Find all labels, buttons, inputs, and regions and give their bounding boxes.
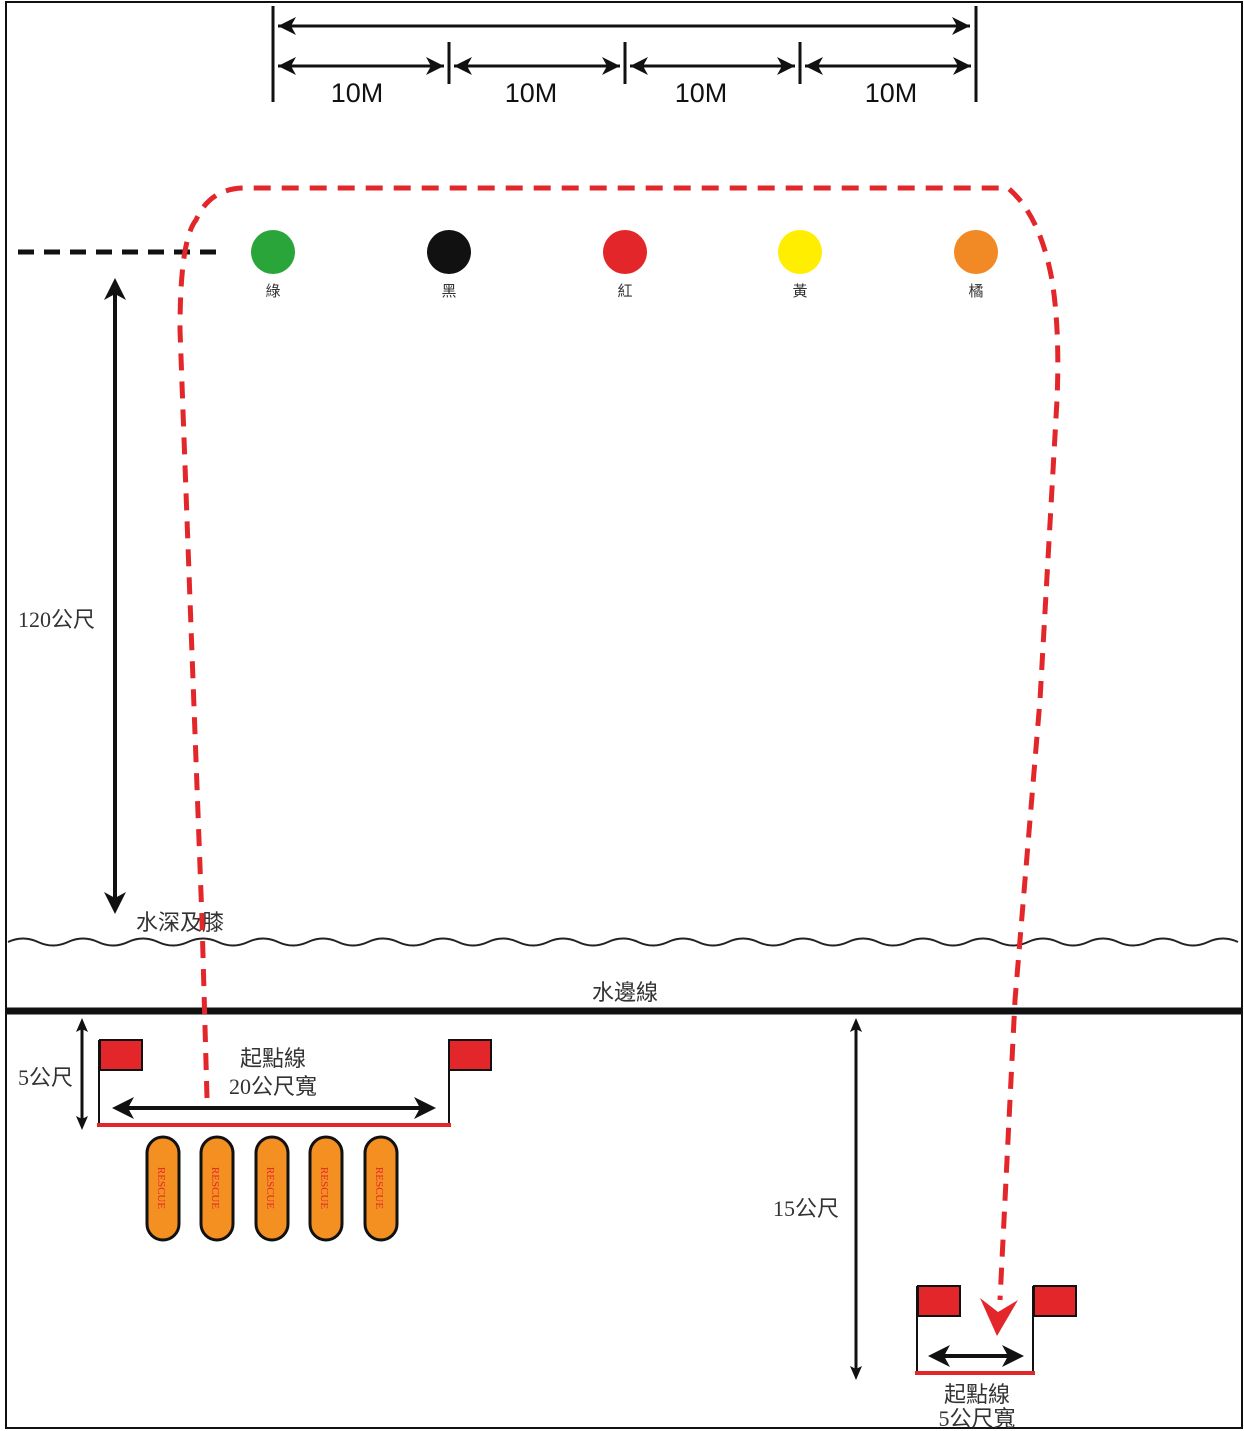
finish-distance-label: 15公尺 (773, 1196, 839, 1221)
segment-arrows (278, 57, 971, 75)
waterline-label: 水邊線 (592, 980, 658, 1005)
buoy-orange: 橘 (954, 230, 998, 300)
svg-text:RESCUE: RESCUE (264, 1167, 276, 1209)
svg-text:RESCUE: RESCUE (373, 1167, 385, 1209)
finish-flag-left (917, 1285, 961, 1317)
buoy-red-marker (603, 230, 647, 274)
finish-width-label: 5公尺寬 (938, 1406, 1015, 1431)
buoy-green-label: 綠 (265, 283, 280, 300)
start-zone: 5公尺 起點線 20公尺寬 RESCUE RESCUE RESCUE (18, 1018, 492, 1242)
diagram-frame (5, 1, 1243, 1429)
start-line-label: 起點線 (240, 1046, 306, 1071)
buoy-red: 紅 (603, 230, 647, 300)
buoy-yellow-label: 黃 (792, 283, 807, 300)
rescue-board: RESCUE (308, 1135, 344, 1242)
rescue-board: RESCUE (254, 1135, 290, 1242)
buoy-green: 綠 (251, 230, 295, 300)
knee-deep-wave-line (7, 937, 1239, 947)
buoy-yellow: 黃 (778, 230, 822, 300)
finish-line-label: 起點線 (944, 1382, 1010, 1407)
rescue-board: RESCUE (363, 1135, 399, 1242)
buoy-red-label: 紅 (617, 283, 632, 300)
depth-label: 水深及膝 (136, 910, 224, 935)
buoy-black-marker (427, 230, 471, 274)
distance-arrow (104, 278, 126, 914)
start-width-label: 20公尺寬 (229, 1074, 317, 1099)
rescue-board: RESCUE (145, 1135, 181, 1242)
spacing-dimension: 10M 10M 10M 10M (271, 6, 978, 108)
buoy-yellow-marker (778, 230, 822, 274)
route-arrowhead (980, 1298, 1018, 1336)
start-flag-right (448, 1039, 492, 1071)
finish-flag-right (1033, 1285, 1077, 1317)
svg-text:RESCUE: RESCUE (318, 1167, 330, 1209)
rescue-boards: RESCUE RESCUE RESCUE RESCUE RESCUE (145, 1135, 399, 1242)
buoy-orange-marker (954, 230, 998, 274)
spacing-label-4: 10M (865, 78, 918, 108)
buoys: 綠 黑 紅 黃 橘 (251, 230, 998, 300)
start-depth-label: 5公尺 (18, 1065, 73, 1090)
buoy-orange-label: 橘 (968, 283, 983, 300)
svg-text:RESCUE: RESCUE (155, 1167, 167, 1209)
spacing-label-1: 10M (331, 78, 384, 108)
svg-text:RESCUE: RESCUE (209, 1167, 221, 1209)
rescue-board: RESCUE (199, 1135, 235, 1242)
distance-label: 120公尺 (18, 607, 95, 632)
buoy-black: 黑 (427, 230, 471, 300)
spacing-label-2: 10M (505, 78, 558, 108)
spacing-label-3: 10M (675, 78, 728, 108)
buoy-green-marker (251, 230, 295, 274)
swim-route (177, 185, 1061, 1301)
buoy-black-label: 黑 (441, 284, 456, 300)
start-flag-left (99, 1039, 143, 1071)
finish-zone: 15公尺 起點線 5公尺寬 (773, 1018, 1077, 1431)
